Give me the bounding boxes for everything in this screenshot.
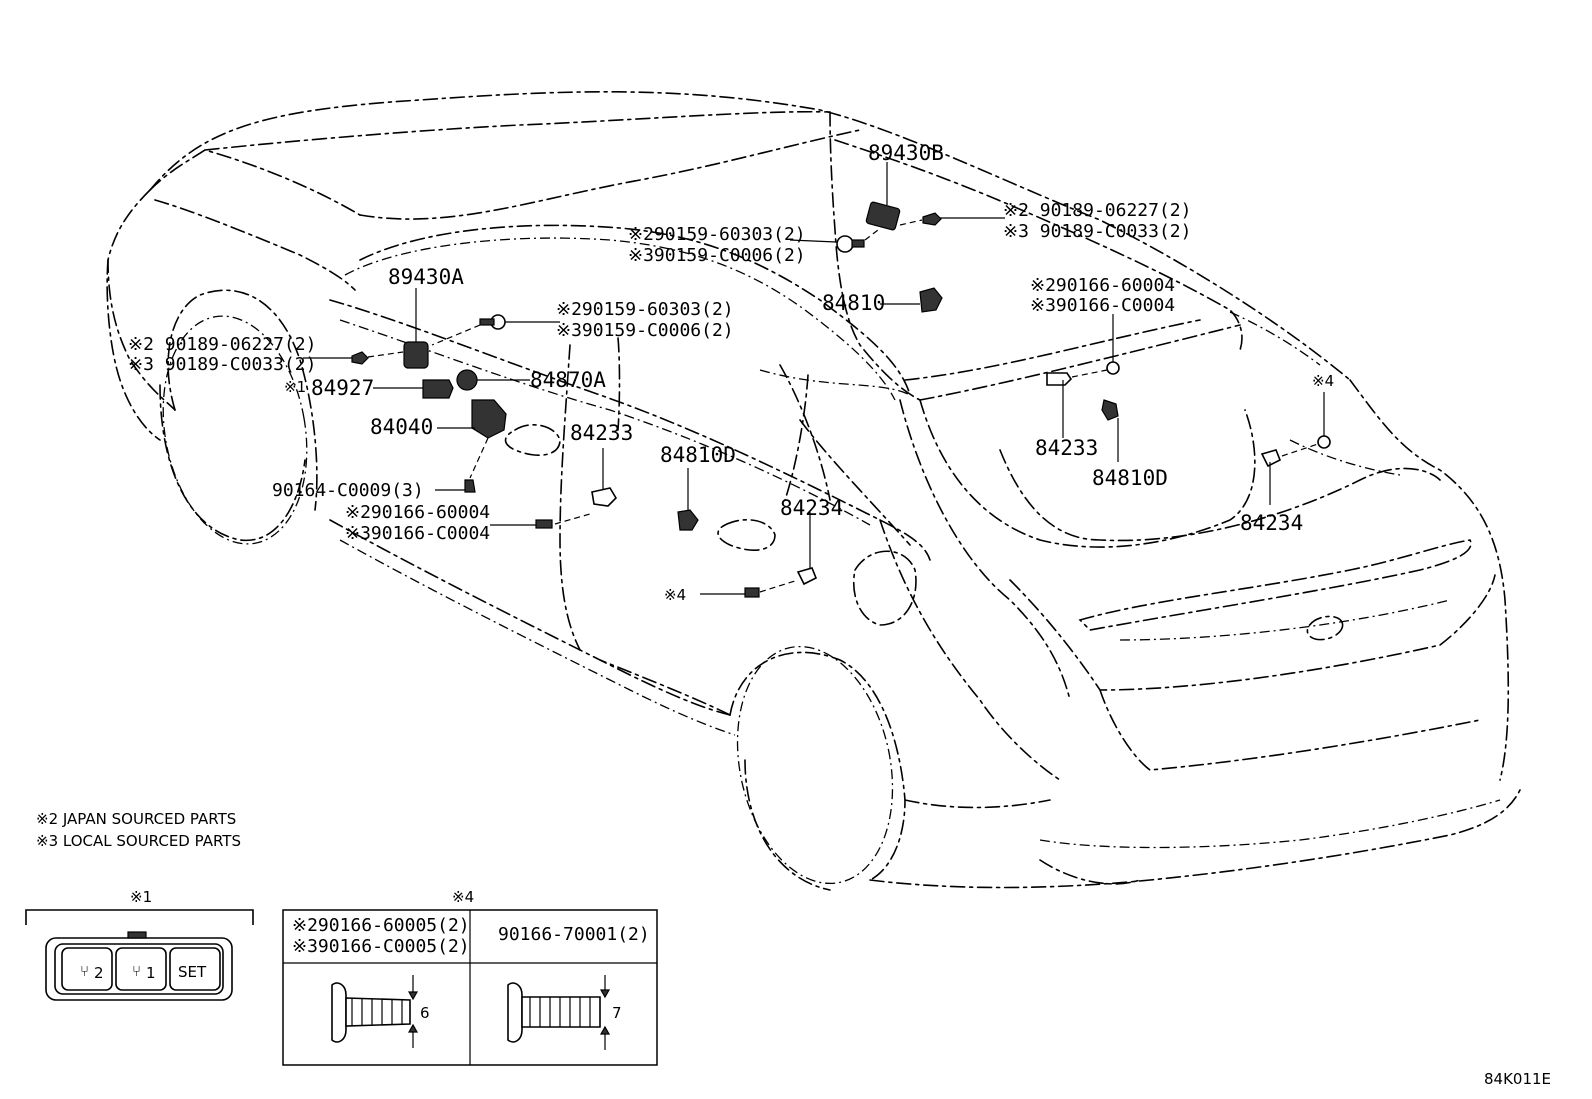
label-84810: 84810 [822, 291, 885, 315]
clip-top-right [899, 212, 1005, 226]
label-84040: 84040 [370, 415, 433, 439]
sensor-84234-right [1260, 392, 1331, 505]
switch-84810d-right [1101, 399, 1119, 462]
seat-button-1-label: 1 [146, 964, 156, 982]
inset4-mark: ※4 [452, 888, 474, 906]
label-84233-left: 84233 [570, 421, 633, 445]
label-84927-mark: ※1 [284, 378, 306, 396]
sensor-89430a [403, 288, 429, 369]
label-mid-right-b: ※390166-C0004 [1030, 295, 1175, 316]
label-left-far-b: ※3 90189-C0033(2) [128, 354, 316, 375]
seat-button-2-label: 2 [94, 964, 104, 982]
seat-button-set: SET [169, 947, 221, 991]
switch-84810d-left [677, 468, 699, 531]
label-84927: 84927 [311, 376, 374, 400]
label-89430b: 89430B [868, 141, 944, 165]
label-84234-center: 84234 [780, 496, 843, 520]
switch-84040 [437, 399, 507, 479]
note-japan-sourced: ※2 JAPAN SOURCED PARTS [36, 810, 236, 828]
bolt-left-center [431, 314, 560, 346]
label-top-right-b: ※3 90189-C0033(2) [1003, 221, 1191, 242]
screw-90164 [435, 479, 476, 493]
diagram-id: 84K011E [1484, 1070, 1551, 1088]
inset4-col1-b: ※390166-C0005(2) [292, 936, 470, 957]
car-body-outline [106, 91, 1521, 891]
switch-84810 [880, 287, 943, 313]
inset4-col1-a: ※290166-60005(2) [292, 915, 470, 936]
label-mid-right-a: ※290166-60004 [1030, 275, 1175, 296]
seat-icon: ⑂ [80, 962, 89, 980]
switch-84870a [456, 369, 530, 391]
label-screw-90164: 90164-C0009(3) [272, 480, 424, 501]
sensor-84233-right [1046, 369, 1108, 438]
sensor-84234-center [700, 512, 818, 598]
label-left-center-b: ※390159-C0006(2) [556, 320, 734, 341]
inset4-col2: 90166-70001(2) [498, 924, 650, 945]
label-left-center-a: ※290159-60303(2) [556, 299, 734, 320]
sensor-89430b [865, 162, 901, 231]
label-left-far-a: ※2 90189-06227(2) [128, 334, 316, 355]
label-84810d-left: 84810D [660, 443, 736, 467]
label-84234-right: 84234 [1240, 511, 1303, 535]
seat-button-set-label: SET [178, 963, 207, 981]
inset-seat-switch: ※1 ⑂ 2 ⑂ 1 SET [25, 888, 254, 1001]
label-left-low-b: ※390166-C0004 [345, 523, 490, 544]
label-84810d-right: 84810D [1092, 466, 1168, 490]
switch-84927 [373, 379, 454, 399]
label-top-right-a: ※2 90189-06227(2) [1003, 200, 1191, 221]
seat-icon: ⑂ [132, 962, 141, 980]
label-top-center-b: ※390159-C0006(2) [628, 245, 806, 266]
note-local-sourced: ※3 LOCAL SOURCED PARTS [36, 832, 241, 850]
label-mark4-center: ※4 [664, 586, 686, 604]
dim-6: 6 [420, 1004, 430, 1022]
label-top-center-a: ※290159-60303(2) [628, 224, 806, 245]
label-89430a: 89430A [388, 265, 464, 289]
inset-bolt-table: ※4 ※290166-60005(2) ※390166-C0005(2) 901… [282, 888, 658, 1066]
label-mark4-right: ※4 [1312, 372, 1334, 390]
sensor-84233-left [591, 448, 618, 507]
bolt-drawing-6: 6 [331, 975, 430, 1048]
bolt-left-low [490, 513, 591, 529]
label-84233-right: 84233 [1035, 436, 1098, 460]
seat-button-1: ⑂ 1 [115, 947, 167, 991]
inset1-mark: ※1 [130, 888, 152, 906]
label-left-low-a: ※290166-60004 [345, 502, 490, 523]
seat-button-2: ⑂ 2 [61, 947, 113, 991]
label-84870a: 84870A [530, 368, 606, 392]
bolt-drawing-7: 7 [507, 975, 622, 1050]
bolt-top-center [789, 229, 879, 253]
bolt-right-90166 [1106, 314, 1120, 375]
clip-left-far [303, 351, 404, 365]
dim-7: 7 [612, 1004, 622, 1022]
